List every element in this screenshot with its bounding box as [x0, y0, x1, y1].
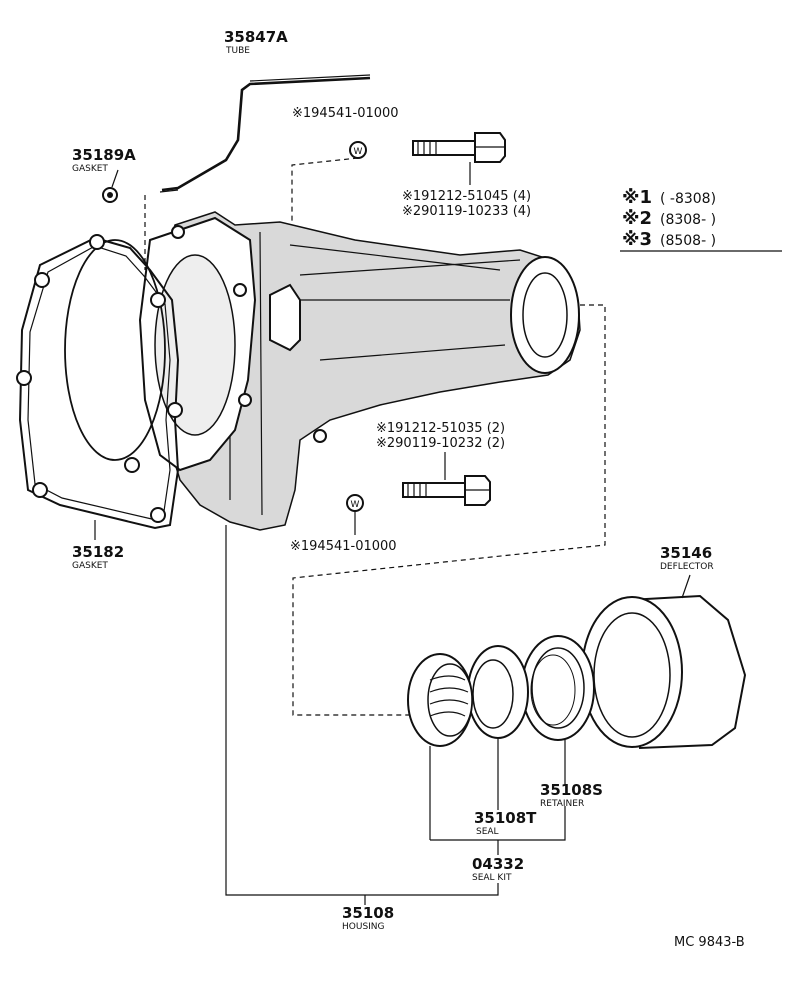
small-gasket-part — [102, 187, 118, 203]
seal-part — [467, 645, 529, 739]
upper-bolt-callout-2: ※290119-10233 (4) — [402, 204, 531, 219]
housing-leader — [225, 525, 499, 896]
assembly-dash-line — [292, 304, 606, 716]
legend-range-3: (8508- ) — [660, 233, 716, 249]
upper-bolt-part — [412, 132, 506, 163]
tube-part-name: TUBE — [225, 46, 250, 56]
legend-mark-1: ※1 — [622, 187, 652, 208]
washer-bottom-icon: W — [346, 494, 364, 512]
retainer-part — [521, 635, 595, 741]
legend: ※1 ( -8308) ※2 (8308- ) ※3 (8508- ) — [620, 187, 782, 252]
housing-part-name: HOUSING — [342, 922, 385, 932]
lower-bolt-callout-1: ※191212-51035 (2) — [376, 421, 505, 436]
tube-part — [159, 74, 371, 193]
diagram-code: MC 9843-B — [674, 935, 745, 950]
small-gasket-part-number: 35189A — [72, 146, 136, 164]
housing-part-number: 35108 — [342, 904, 394, 922]
washer-top-callout: ※194541-01000 — [292, 106, 399, 121]
washer-bottom-symbol: W — [351, 500, 360, 510]
large-gasket-part — [16, 234, 183, 530]
seal-part-name: SEAL — [476, 827, 499, 837]
washer-bottom-callout: ※194541-01000 — [290, 539, 397, 554]
small-gasket-leader — [111, 169, 119, 188]
seal-part-number: 35108T — [474, 809, 537, 827]
upper-bolt-callout-1: ※191212-51045 (4) — [402, 189, 531, 204]
lower-bolt-part — [402, 475, 491, 506]
oil-seal-part — [407, 653, 473, 747]
retainer-part-number: 35108S — [540, 781, 603, 799]
seal-kit-bracket — [430, 806, 566, 841]
retainer-part-name: RETAINER — [540, 799, 584, 809]
seal-kit-part-number: 04332 — [472, 855, 524, 873]
housing-part — [138, 211, 581, 531]
legend-range-2: (8308- ) — [660, 212, 716, 228]
washer-top-icon: W — [349, 141, 367, 159]
large-gasket-part-number: 35182 — [72, 543, 124, 561]
small-gasket-part-name: GASKET — [72, 164, 108, 174]
lower-bolt-callout-2: ※290119-10232 (2) — [376, 436, 505, 451]
seal-kit-part-name: SEAL KIT — [472, 873, 512, 883]
deflector-part — [581, 594, 747, 750]
legend-mark-3: ※3 — [622, 229, 652, 250]
washer-top-symbol: W — [354, 147, 363, 157]
deflector-part-number: 35146 — [660, 544, 712, 562]
deflector-leader — [681, 574, 691, 599]
large-gasket-part-name: GASKET — [72, 561, 108, 571]
legend-mark-2: ※2 — [622, 208, 652, 229]
legend-range-1: ( -8308) — [660, 191, 716, 207]
deflector-part-name: DEFLECTOR — [660, 562, 714, 572]
tube-part-number: 35847A — [224, 28, 288, 46]
